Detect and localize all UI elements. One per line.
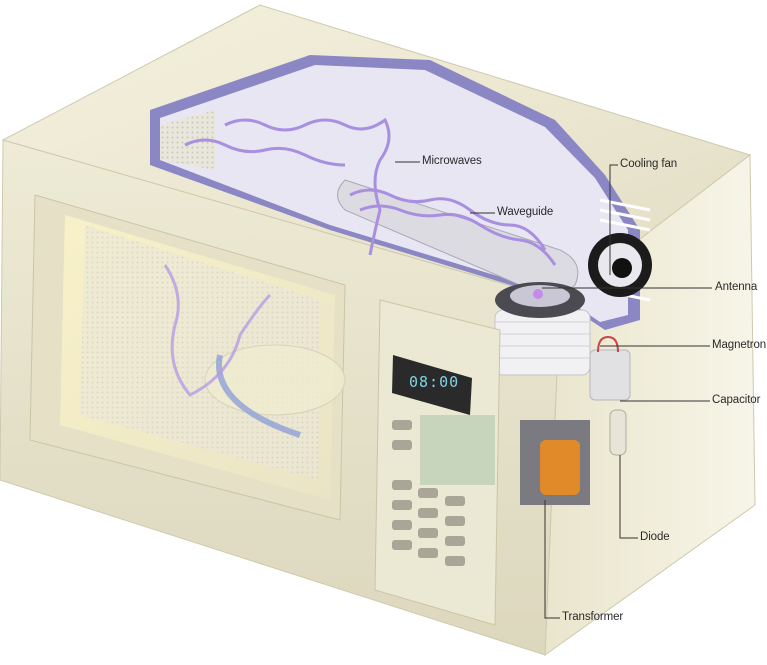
label-antenna: Antenna	[715, 281, 758, 293]
cooling-fan	[588, 198, 652, 302]
label-capacitor: Capacitor	[712, 394, 761, 406]
capacitor	[589, 349, 631, 401]
label-diode: Diode	[640, 531, 670, 543]
label-microwaves: Microwaves	[422, 155, 482, 167]
transformer	[520, 420, 590, 505]
display-panel	[392, 355, 472, 415]
label-magnetron: Magnetron	[712, 339, 767, 351]
display-time: 08:00	[409, 373, 460, 391]
label-cooling-fan: Cooling fan	[620, 158, 678, 170]
antenna	[533, 289, 543, 299]
circuit-board	[420, 415, 495, 485]
rotation-arrow	[216, 354, 301, 438]
label-waveguide: Waveguide	[497, 206, 554, 218]
keypad	[392, 420, 465, 566]
magnetron	[494, 282, 591, 376]
vent-grille	[160, 110, 215, 170]
diode	[609, 409, 627, 456]
turntable	[204, 344, 346, 416]
label-transformer: Transformer	[562, 611, 624, 623]
